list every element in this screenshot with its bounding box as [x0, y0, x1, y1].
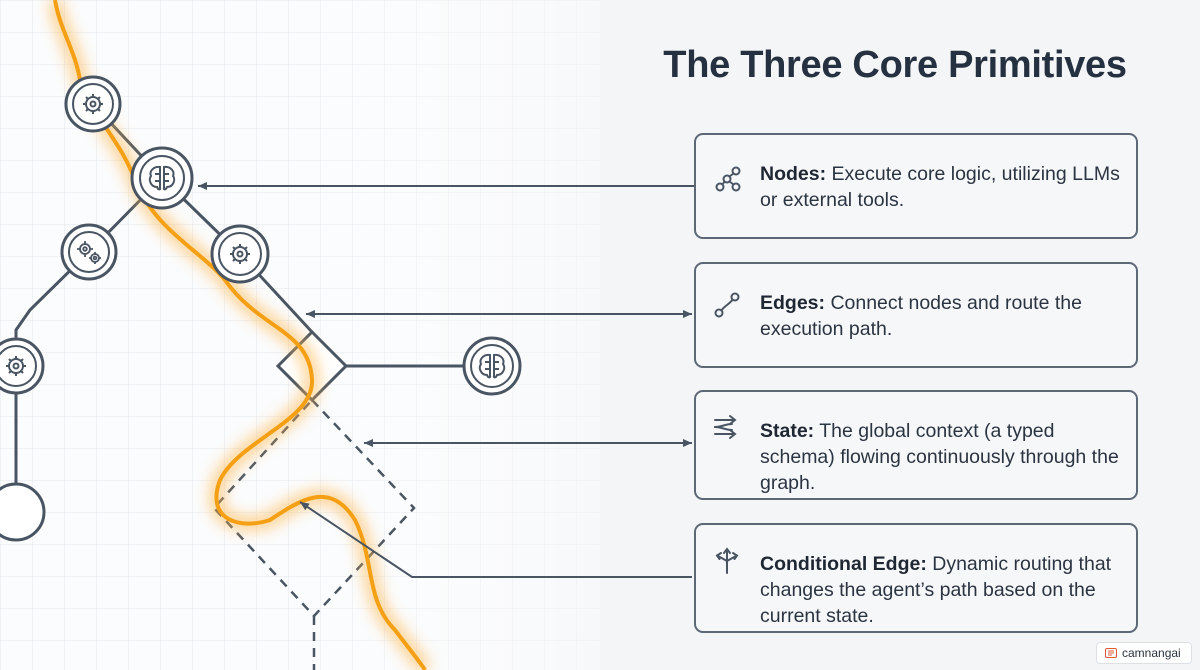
card-nodes-term: Nodes: — [760, 163, 827, 185]
camnangai-badge[interactable]: camnangai — [1096, 642, 1192, 664]
card-state-term: State: — [760, 420, 815, 442]
brain-node-main — [130, 146, 194, 210]
gear-node-left — [0, 337, 45, 395]
card-edges-term: Edges: — [760, 292, 826, 314]
double-gear-icon — [77, 241, 101, 264]
edge-link-icon — [714, 292, 740, 318]
gear-node-right — [210, 224, 270, 284]
card-nodes-description: Execute core logic, utilizing LLMs or ex… — [760, 163, 1120, 211]
card-conditional-edge-description: Dynamic routing that changes the agent’s… — [760, 553, 1112, 627]
branch-routing-icon — [715, 547, 739, 574]
callout-arrows — [198, 182, 694, 578]
card-edges-text: Edges: Connect nodes and route the execu… — [760, 290, 1120, 342]
graph-nodes — [0, 75, 522, 542]
camnangai-logo-icon — [1105, 648, 1117, 658]
empty-node — [0, 482, 46, 542]
brain-node-right — [462, 336, 522, 396]
card-conditional-edge-text: Conditional Edge: Dynamic routing that c… — [760, 551, 1120, 629]
gear-node-top — [64, 75, 122, 133]
card-state-text: State: The global context (a typed schem… — [760, 418, 1120, 496]
card-conditional-edge-term: Conditional Edge: — [760, 553, 927, 575]
card-nodes: Nodes: Execute core logic, utilizing LLM… — [694, 133, 1138, 239]
gear-icon — [83, 94, 103, 114]
gear-icon — [230, 244, 250, 264]
badge-label: camnangai — [1122, 646, 1181, 660]
card-nodes-text: Nodes: Execute core logic, utilizing LLM… — [760, 161, 1120, 213]
nodes-graph-icon — [715, 166, 741, 192]
conditional-edge-dashed — [212, 398, 416, 670]
card-state: State: The global context (a typed schem… — [694, 390, 1138, 500]
brain-icon — [148, 165, 176, 191]
double-gear-node — [60, 223, 118, 281]
state-flow-arrows-icon — [714, 415, 737, 439]
page-title: The Three Core Primitives — [663, 44, 1127, 86]
brain-icon — [478, 353, 506, 379]
card-edges: Edges: Connect nodes and route the execu… — [694, 262, 1138, 368]
arrow-conditional — [299, 501, 692, 578]
state-flow-line — [53, 0, 427, 670]
gear-icon — [6, 356, 26, 376]
card-conditional-edge: Conditional Edge: Dynamic routing that c… — [694, 523, 1138, 633]
card-state-description: The global context (a typed schema) flow… — [760, 420, 1119, 494]
card-edges-description: Connect nodes and route the execution pa… — [760, 292, 1082, 340]
